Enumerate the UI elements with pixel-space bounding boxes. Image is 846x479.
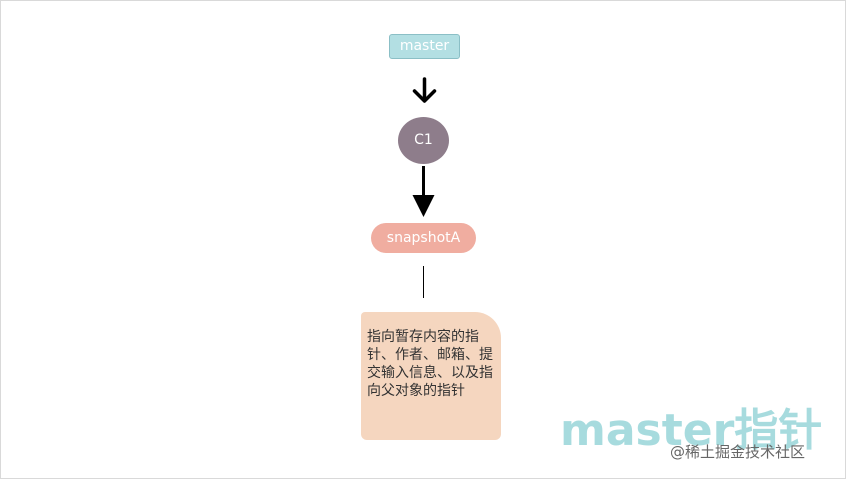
commit-description-note: 指向暂存内容的指针、作者、邮箱、提交输入信息、以及指向父对象的指针 xyxy=(361,312,501,440)
branch-label-master: master xyxy=(389,34,460,59)
note-text: 指向暂存内容的指针、作者、邮箱、提交输入信息、以及指向父对象的指针 xyxy=(367,329,493,399)
watermark-brand: master指针 xyxy=(560,405,823,456)
arrow-down-icon xyxy=(412,77,437,103)
arrow-down-icon xyxy=(412,166,435,217)
commit-node-c1: C1 xyxy=(398,117,449,164)
snapshot-node: snapshotA xyxy=(371,223,476,253)
watermark-credit: @稀土掘金技术社区 xyxy=(670,443,806,461)
